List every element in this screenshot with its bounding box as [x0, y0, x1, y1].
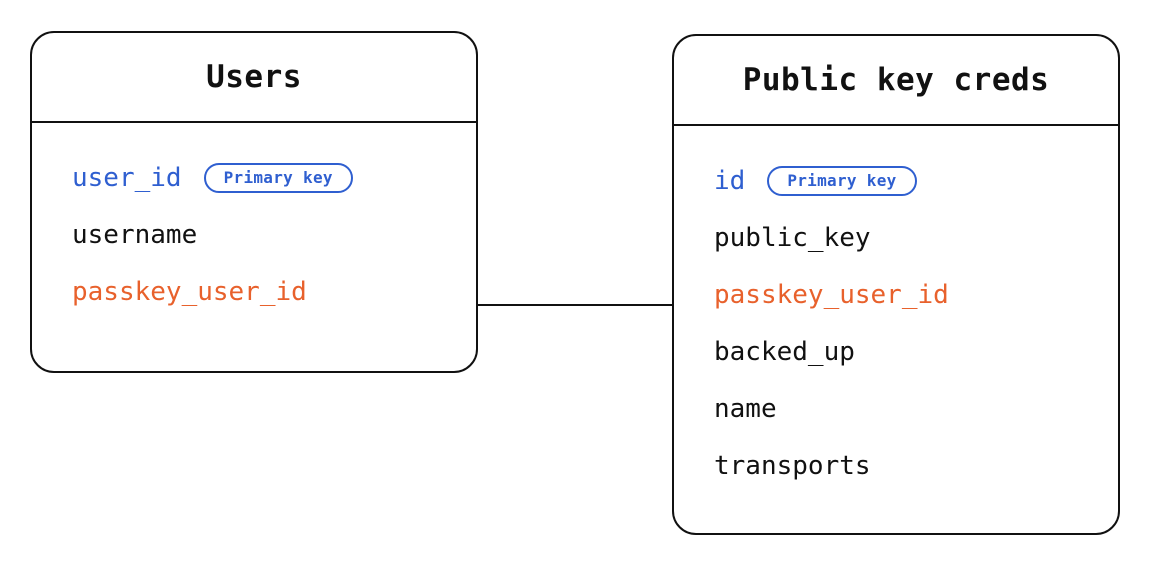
er-field-name-id: id	[714, 165, 746, 196]
er-field-list: user_id Primary key username passkey_use…	[32, 123, 476, 320]
er-field-row[interactable]: passkey_user_id	[674, 266, 1118, 323]
primary-key-badge: Primary key	[203, 162, 353, 193]
er-field-row[interactable]: user_id Primary key	[32, 149, 476, 206]
er-table-public-key-creds[interactable]: Public key creds id Primary key public_k…	[672, 34, 1120, 535]
er-table-header: Users	[32, 33, 476, 123]
er-field-row[interactable]: name	[674, 380, 1118, 437]
er-field-name-passkey-user-id: passkey_user_id	[714, 279, 949, 310]
er-field-row[interactable]: public_key	[674, 209, 1118, 266]
er-field-row[interactable]: backed_up	[674, 323, 1118, 380]
er-table-header: Public key creds	[674, 36, 1118, 126]
er-field-name-user-id: user_id	[72, 162, 182, 193]
er-field-row[interactable]: transports	[674, 437, 1118, 494]
er-field-name-passkey-user-id: passkey_user_id	[72, 276, 307, 307]
er-field-name-username: username	[72, 219, 198, 250]
er-table-title: Users	[206, 59, 302, 95]
er-field-row[interactable]: passkey_user_id	[32, 263, 476, 320]
er-field-row[interactable]: username	[32, 206, 476, 263]
er-field-name-backed-up: backed_up	[714, 336, 855, 367]
er-table-title: Public key creds	[742, 62, 1050, 98]
er-field-name-public-key: public_key	[714, 222, 871, 253]
er-field-row[interactable]: id Primary key	[674, 152, 1118, 209]
er-field-name-name: name	[714, 393, 777, 424]
er-field-list: id Primary key public_key passkey_user_i…	[674, 126, 1118, 494]
er-field-name-transports: transports	[714, 450, 871, 481]
relationship-connector-line	[478, 304, 672, 306]
er-table-users[interactable]: Users user_id Primary key username passk…	[30, 31, 478, 373]
primary-key-badge: Primary key	[767, 165, 917, 196]
